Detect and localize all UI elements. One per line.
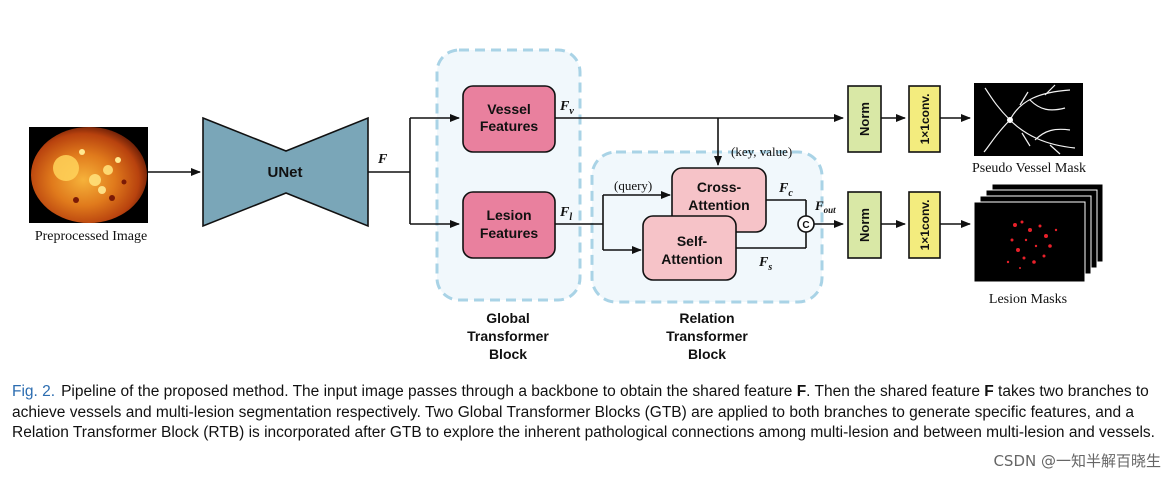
conv-box-top: [908, 85, 941, 153]
caption-bold-2: F: [984, 383, 994, 400]
fout-label: Fout: [814, 198, 836, 215]
query-label: (query): [614, 178, 652, 193]
preprocessed-image-label: Preprocessed Image: [35, 229, 147, 244]
vessel-features-box: [462, 85, 556, 153]
conv-box-bottom: [908, 191, 941, 259]
self-attention-line2: Attention: [661, 251, 722, 267]
fs-label: Fs: [758, 255, 772, 273]
preprocessed-image: [29, 127, 148, 223]
rtb-label-line3: Block: [688, 346, 726, 362]
pipeline-diagram: Preprocessed Image UNet F Vessel Feature…: [29, 48, 1104, 362]
norm-box-bottom: [847, 191, 882, 259]
concat-symbol: C: [802, 220, 809, 231]
lesion-features-box: [462, 191, 556, 259]
vessel-features-line2: Features: [480, 118, 539, 134]
pseudo-vessel-mask: [974, 83, 1083, 156]
figure-number: Fig. 2.: [12, 383, 56, 400]
conv-label-top: 1×1conv.: [918, 94, 932, 145]
lesion-masks-label: Lesion Masks: [989, 292, 1067, 307]
caption-bold-1: F: [796, 383, 807, 400]
keyvalue-label: (key, value): [731, 144, 792, 159]
fc-label: Fc: [778, 181, 793, 199]
norm-label-top: Norm: [857, 102, 872, 136]
unet-label: UNet: [267, 164, 302, 181]
conv-label-bottom: 1×1conv.: [918, 200, 932, 251]
cross-attention-line1: Cross-: [697, 179, 742, 195]
norm-label-bottom: Norm: [857, 208, 872, 242]
self-attention-line1: Self-: [677, 233, 708, 249]
watermark: CSDN @一知半解百晓生: [993, 452, 1161, 470]
fl-label: Fl: [559, 205, 572, 223]
fv-label: Fv: [559, 99, 574, 117]
gtb-label-line2: Transformer: [467, 328, 549, 344]
rtb-label-line1: Relation: [679, 310, 734, 326]
rtb-label-line2: Transformer: [666, 328, 748, 344]
unet-shape: [202, 116, 369, 228]
f-label: F: [377, 152, 388, 167]
vessel-features-line1: Vessel: [487, 101, 531, 117]
caption-text-2: . Then the shared feature: [806, 383, 985, 400]
caption-text-3: takes two branches to achieve vessels an…: [12, 383, 1155, 441]
lesion-masks: [973, 183, 1104, 283]
cross-attention-line2: Attention: [688, 197, 749, 213]
lesion-features-line2: Features: [480, 225, 539, 241]
pseudo-vessel-mask-label: Pseudo Vessel Mask: [972, 161, 1086, 176]
gtb-label-line1: Global: [486, 310, 530, 326]
norm-box-top: [847, 85, 882, 153]
caption-text-1: Pipeline of the proposed method. The inp…: [61, 383, 797, 400]
gtb-label-line3: Block: [489, 346, 527, 362]
lesion-features-line1: Lesion: [486, 207, 531, 223]
figure-caption: Fig. 2. Pipeline of the proposed method. …: [12, 382, 1157, 444]
